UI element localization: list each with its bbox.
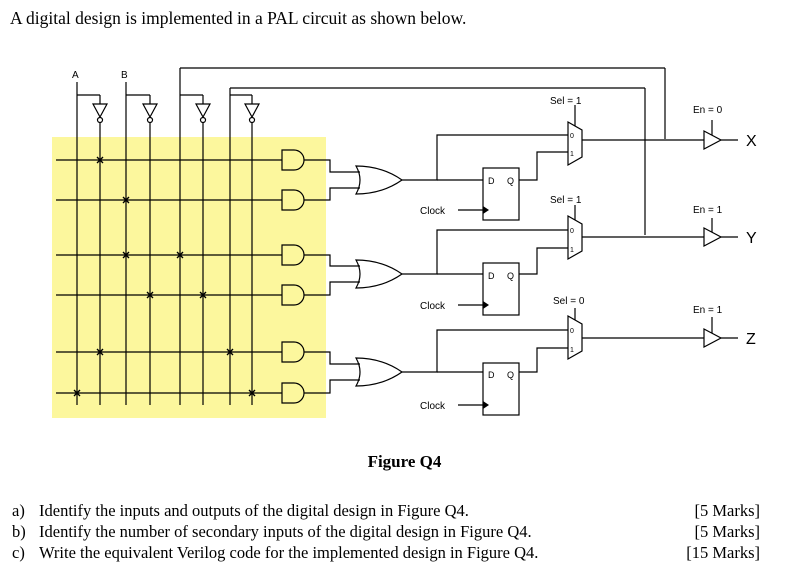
question-marks: [5 Marks]: [694, 501, 760, 520]
input-label-a: A: [72, 70, 79, 81]
mux-input-1: 1: [570, 151, 574, 158]
question-c: c) Write the equivalent Verilog code for …: [12, 543, 760, 562]
question-text: Identify the inputs and outputs of the d…: [39, 501, 469, 520]
clock-label: Clock: [420, 206, 446, 217]
question-marks: [5 Marks]: [694, 522, 760, 541]
dff-q-label: Q: [507, 176, 514, 186]
output-label-y: Y: [746, 230, 757, 247]
output-label-z: Z: [746, 331, 756, 348]
question-label: b): [12, 522, 26, 541]
question-text: Identify the number of secondary inputs …: [39, 522, 532, 541]
question-text: Write the equivalent Verilog code for th…: [39, 543, 539, 562]
figure-caption: Figure Q4: [367, 452, 442, 471]
mux-input-0: 0: [570, 328, 574, 335]
en-label: En = 0: [693, 105, 723, 116]
question-marks: [15 Marks]: [686, 543, 760, 562]
en-label: En = 1: [693, 305, 723, 316]
question-b: b) Identify the number of secondary input…: [12, 522, 760, 541]
question-a: a) Identify the inputs and outputs of the…: [12, 501, 760, 520]
input-label-b: B: [121, 70, 128, 81]
mux-input-1: 1: [570, 247, 574, 254]
pal-circuit-figure: A B Sel = 1 Sel = 1 Sel = 0 En = 0 En = …: [52, 67, 757, 418]
sel-label: Sel = 0: [553, 296, 585, 307]
dff-q-label: Q: [507, 271, 514, 281]
en-label: En = 1: [693, 205, 723, 216]
mux-input-0: 0: [570, 228, 574, 235]
mux-input-0: 0: [570, 133, 574, 140]
dff-d-label: D: [488, 271, 495, 281]
sel-label: Sel = 1: [550, 96, 582, 107]
and-array-area: [52, 137, 326, 418]
clock-label: Clock: [420, 401, 446, 412]
clock-label: Clock: [420, 301, 446, 312]
output-label-x: X: [746, 133, 757, 150]
intro-text: A digital design is implemented in a PAL…: [10, 8, 467, 28]
question-label: c): [12, 543, 25, 562]
sel-label: Sel = 1: [550, 195, 582, 206]
question-label: a): [12, 501, 25, 520]
dff-q-label: Q: [507, 370, 514, 380]
dff-d-label: D: [488, 176, 495, 186]
mux-input-1: 1: [570, 347, 574, 354]
dff-d-label: D: [488, 370, 495, 380]
